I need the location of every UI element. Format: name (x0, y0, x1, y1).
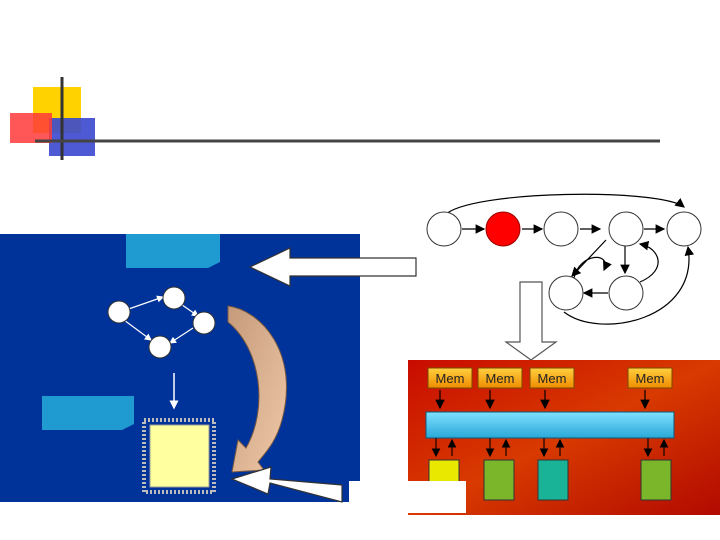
curved-arrow (227, 305, 287, 473)
bus-processor-arrows (431, 438, 669, 458)
chip-icon (142, 418, 216, 494)
memory-bus-arrows (435, 390, 650, 410)
memory-label-2: Mem (486, 371, 515, 386)
memory-block-1: Mem (427, 367, 473, 389)
left-arrow-top (248, 247, 417, 287)
memory-block-2: Mem (477, 367, 523, 389)
document-box-bottom (42, 396, 134, 430)
task-graph (426, 193, 702, 325)
processor-4 (640, 459, 672, 501)
memory-label-3: Mem (538, 371, 567, 386)
blank-label-box (349, 481, 466, 513)
memory-label-1: Mem (436, 371, 465, 386)
memory-block-3: Mem (529, 367, 575, 389)
interconnect-bus (425, 411, 675, 439)
memory-block-4: Mem (627, 367, 673, 389)
slide-logo (10, 77, 660, 160)
processor-3 (537, 459, 569, 501)
mapping-arrow (504, 281, 558, 361)
left-arrow-bottom (230, 466, 343, 503)
memory-label-4: Mem (636, 371, 665, 386)
processor-2 (483, 459, 515, 501)
compilation-panel (0, 234, 360, 502)
document-box-top (126, 234, 220, 268)
small-task-graph (107, 286, 216, 359)
